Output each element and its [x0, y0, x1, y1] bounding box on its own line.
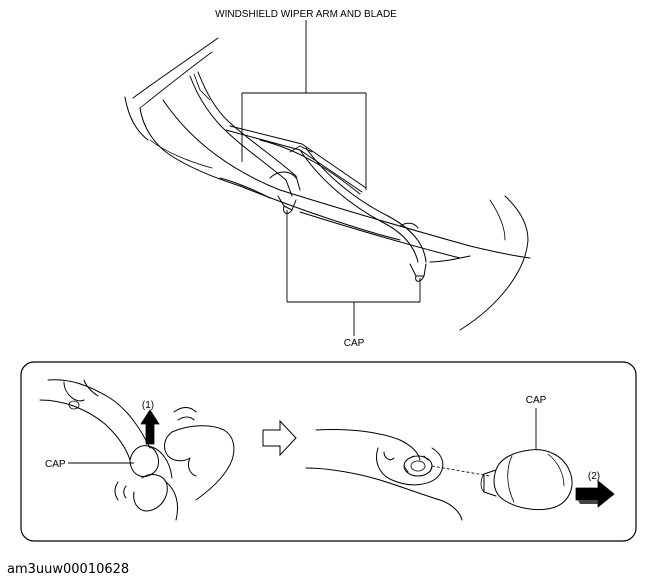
wiper-arm-and-blade-label: WINDSHIELD WIPER ARM AND BLADE: [215, 9, 397, 20]
arrow-right-filled-icon: [575, 480, 615, 508]
cap-left-label: CAP: [45, 459, 66, 470]
removal-path-dashed-line: [431, 465, 491, 477]
wiper-arm-right: [299, 147, 427, 282]
wiper-arm-detail-right: [305, 429, 463, 521]
figure-id: am3uuw00010628: [7, 562, 129, 577]
wiper-arm-left: [189, 71, 301, 214]
cap-top-label-leader: [286, 210, 421, 336]
detail-inset-frame: [20, 361, 637, 542]
cap-top-label: CAP: [344, 338, 365, 349]
step-2-label: (2): [588, 471, 600, 482]
arrow-right-icon: [262, 419, 297, 457]
wiper-label-leader: [241, 20, 367, 190]
vehicle-windshield-illustration: [124, 37, 531, 331]
wiper-arm-detail-left: [39, 379, 151, 461]
motion-marks-icon: [114, 407, 197, 501]
cap-part-right: [480, 449, 573, 511]
wiper-blade: [225, 125, 367, 195]
cap-right-label: CAP: [526, 395, 547, 406]
step-1-label: (1): [142, 400, 154, 411]
cap-part-left: [129, 445, 159, 477]
arrow-up-icon: [140, 409, 160, 445]
